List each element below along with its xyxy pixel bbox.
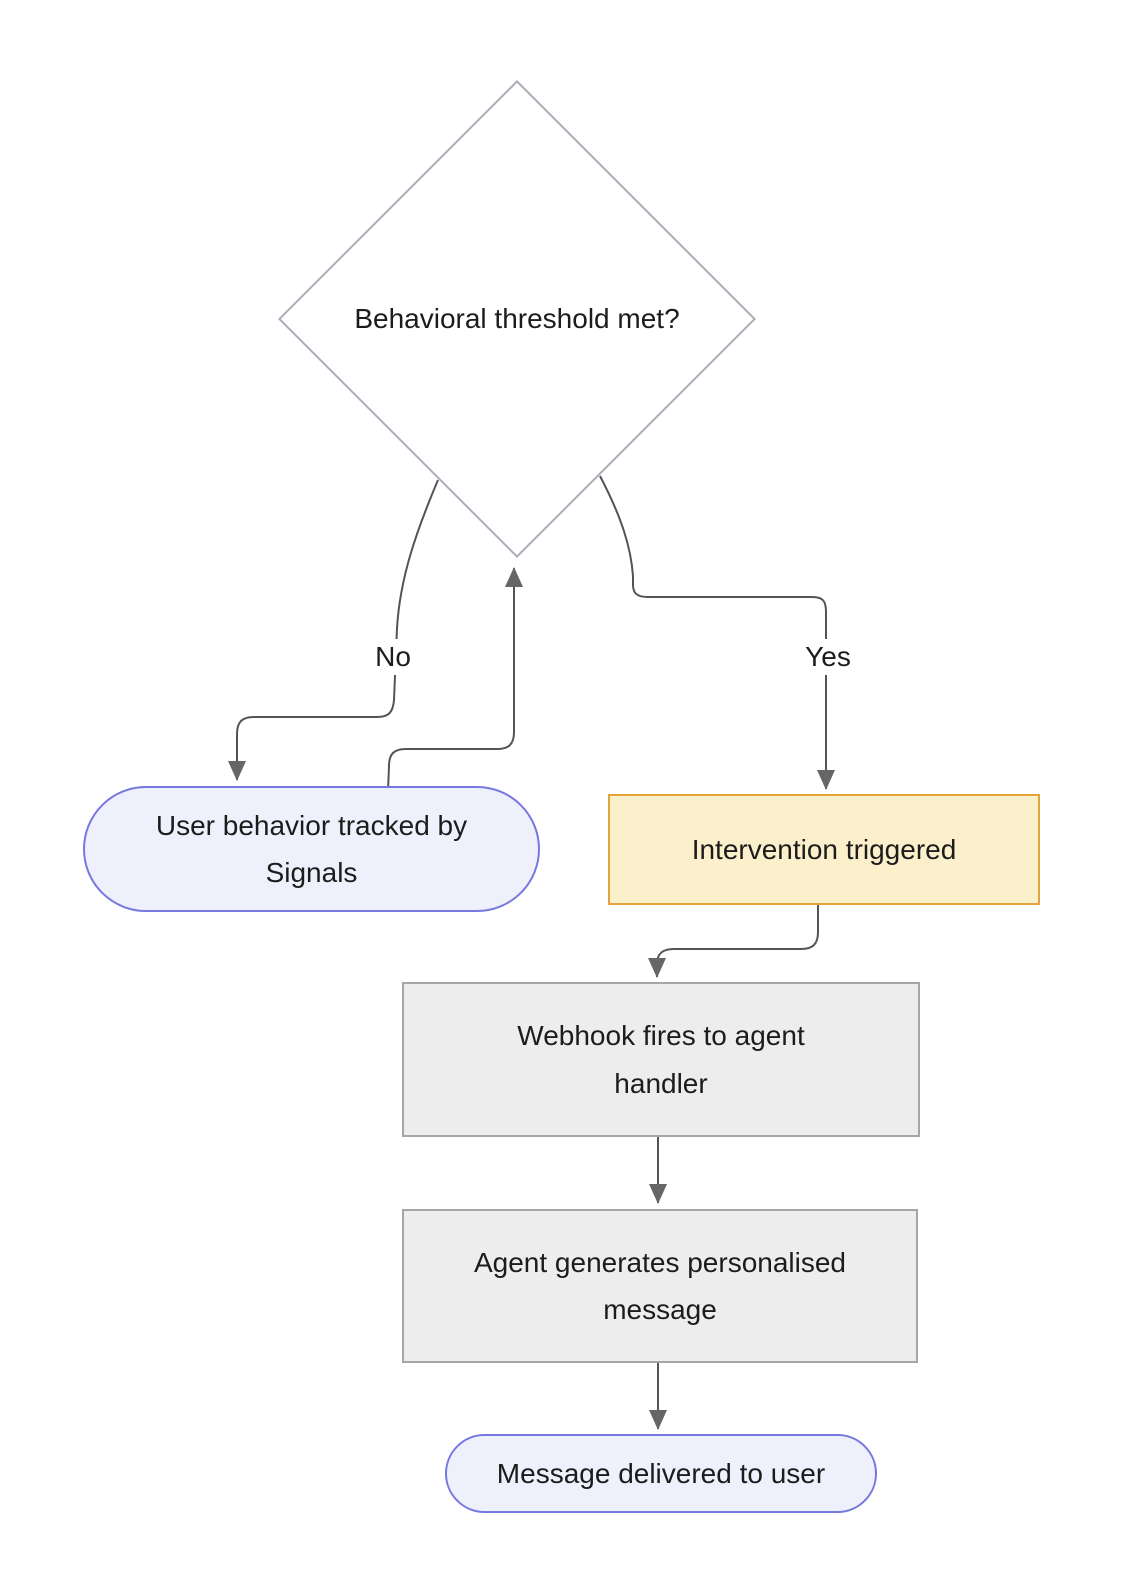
edge-label-no: No bbox=[367, 639, 419, 675]
intervention-label: Intervention triggered bbox=[691, 833, 957, 865]
node-message-delivered: Message delivered to user bbox=[445, 1434, 877, 1513]
edge-decision-to-signals bbox=[228, 479, 439, 781]
node-webhook-handler: Webhook fires to agent handler bbox=[402, 982, 920, 1137]
delivered-label: Message delivered to user bbox=[496, 1457, 826, 1489]
edge-intervention-to-webhook bbox=[648, 905, 819, 978]
agent-label: Agent generates personalised message bbox=[473, 1246, 847, 1325]
signals-label: User behavior tracked by Signals bbox=[155, 809, 468, 888]
node-behavioral-threshold-decision: Behavioral threshold met? bbox=[277, 79, 757, 559]
decision-label: Behavioral threshold met? bbox=[354, 303, 680, 335]
edge-decision-to-intervention bbox=[599, 475, 835, 790]
webhook-label: Webhook fires to agent handler bbox=[517, 1020, 805, 1099]
node-user-behavior-signals: User behavior tracked by Signals bbox=[83, 786, 540, 912]
node-intervention-triggered: Intervention triggered bbox=[608, 794, 1040, 905]
edge-label-yes: Yes bbox=[797, 639, 859, 675]
edge-signals-to-decision bbox=[387, 567, 523, 792]
node-agent-message: Agent generates personalised message bbox=[402, 1209, 918, 1363]
